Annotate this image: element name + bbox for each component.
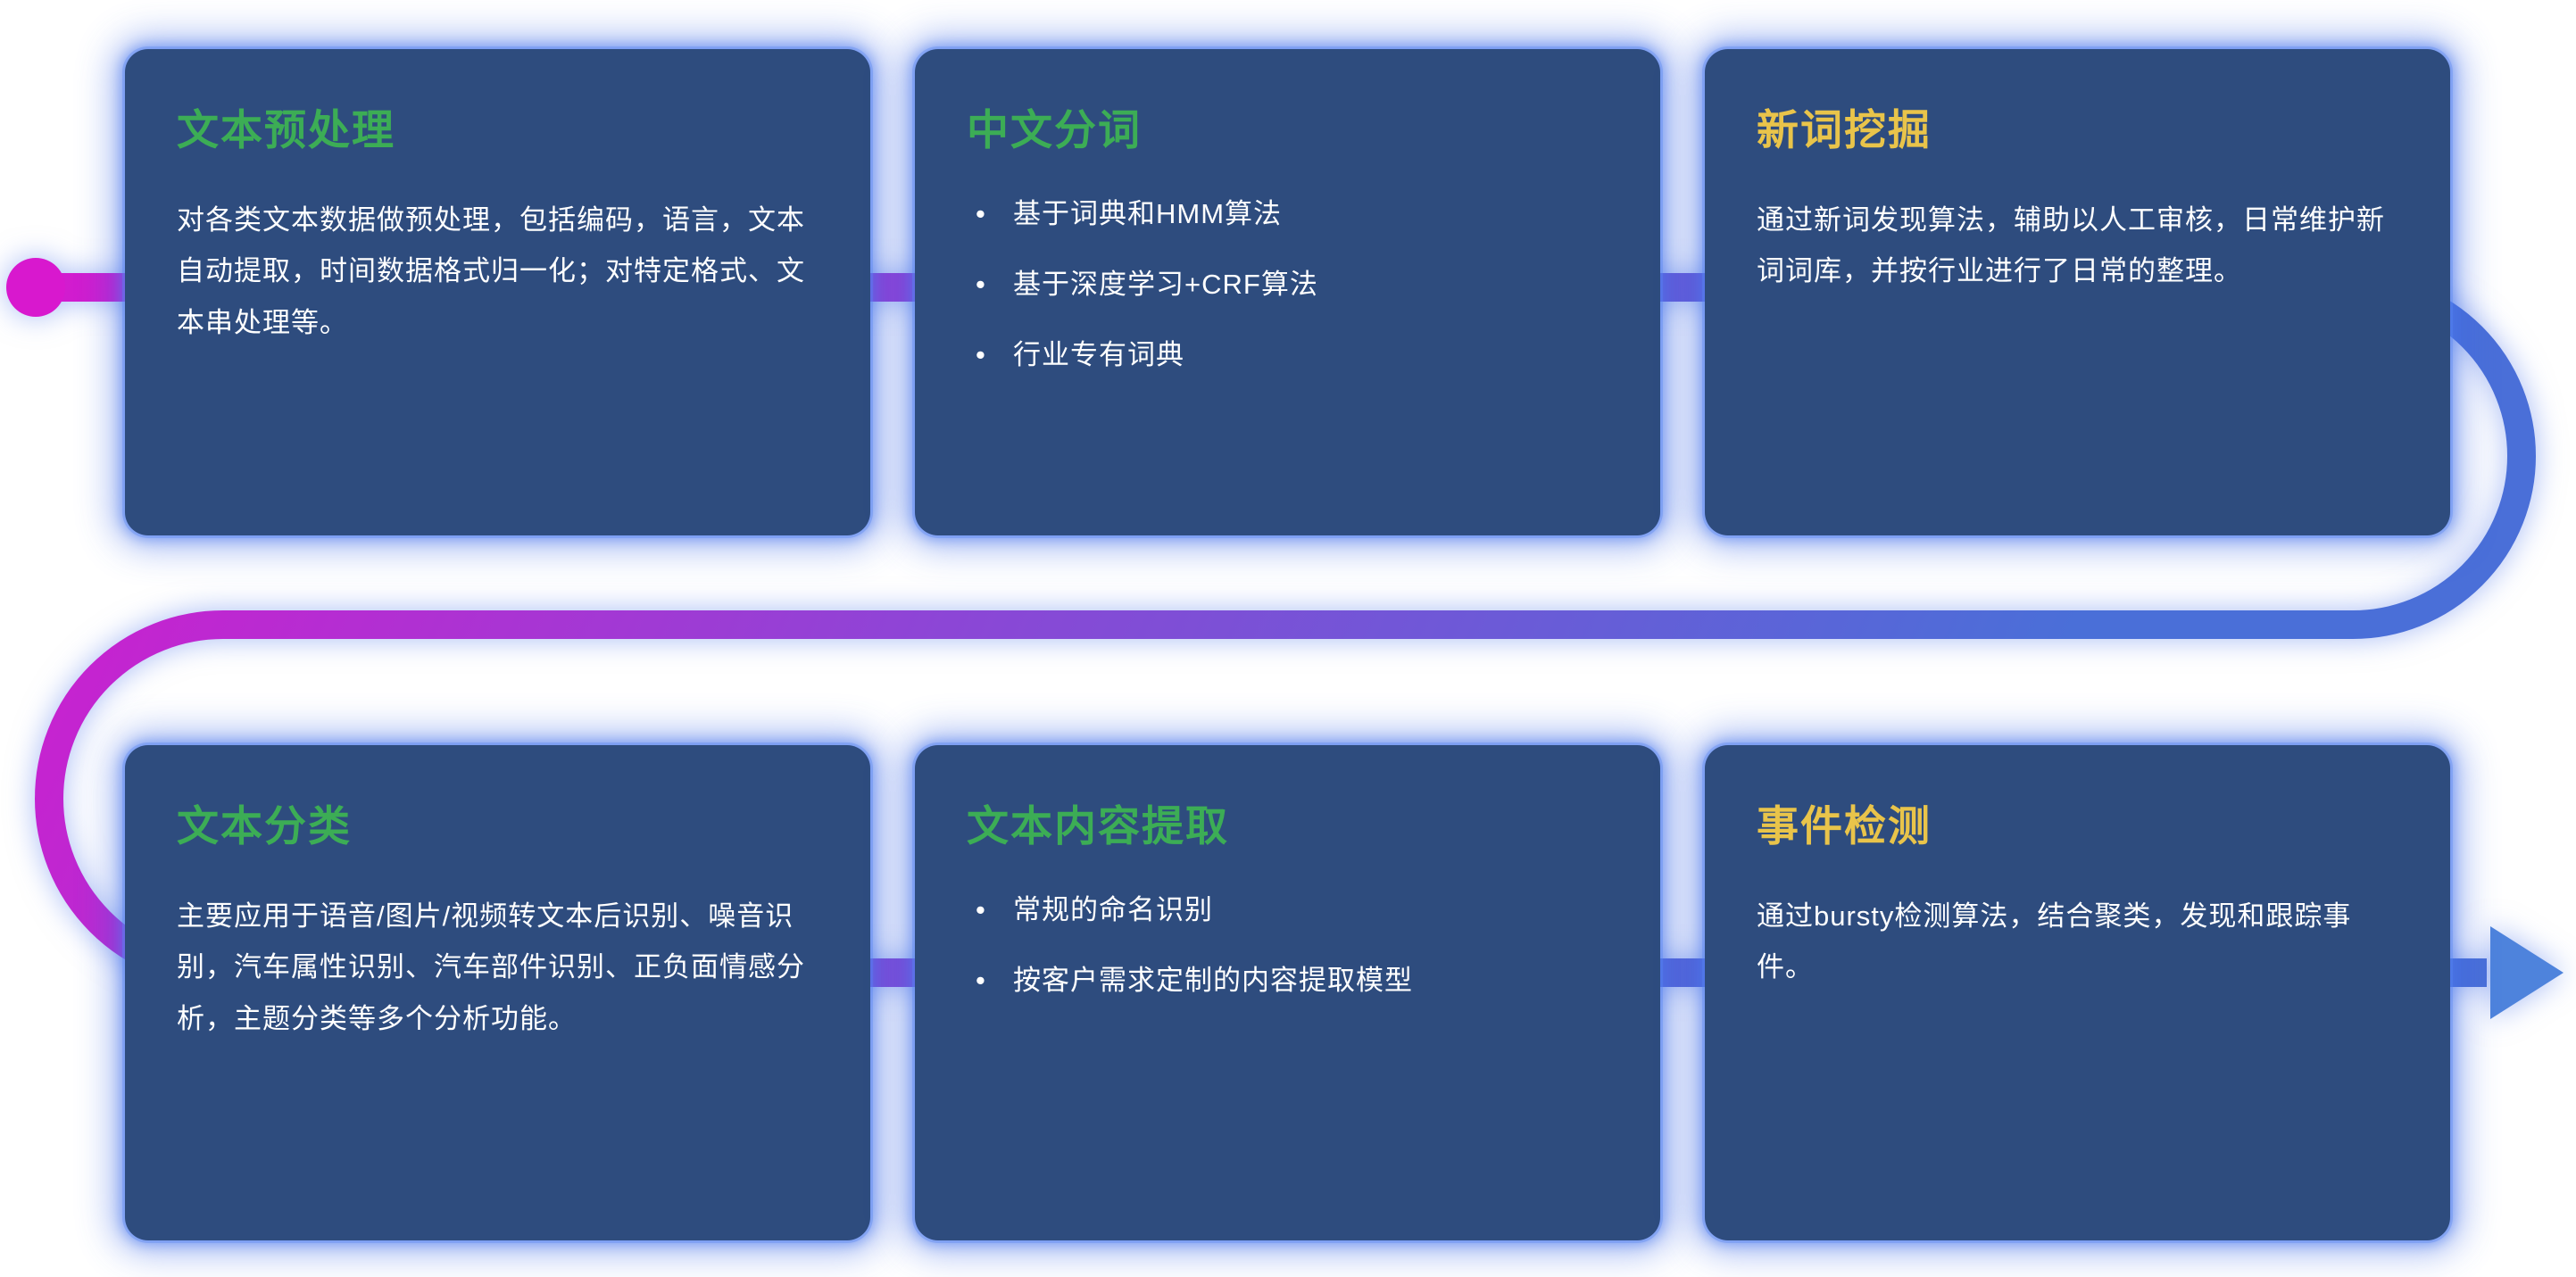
- card-body-new-word-mining: 通过新词发现算法，辅助以人工审核，日常维护新词词库，并按行业进行了日常的整理。: [1757, 204, 2385, 287]
- flow-start-dot: [6, 258, 65, 317]
- card-title-event-detection: 事件检测: [1757, 802, 1932, 850]
- card-content-extraction: 文本内容提取 常规的命名识别 按客户需求定制的内容提取模型: [915, 745, 1660, 1240]
- card-body-event-detection: 通过bursty检测算法，结合聚类，发现和跟踪事件。: [1757, 900, 2352, 983]
- card-title-text-preprocessing: 文本预处理: [177, 106, 395, 153]
- flow-path: [35, 273, 2536, 987]
- bullet-item: 行业专有词典: [967, 336, 1608, 376]
- card-row-bottom: 文本分类 主要应用于语音/图片/视频转文本后识别、噪音识别，汽车属性识别、汽车部…: [125, 745, 2450, 1240]
- card-row-top: 文本预处理 对各类文本数据做预处理，包括编码，语言，文本自动提取，时间数据格式归…: [125, 49, 2450, 535]
- card-event-detection: 事件检测 通过bursty检测算法，结合聚类，发现和跟踪事件。: [1705, 745, 2450, 1240]
- card-title-text-classification: 文本分类: [177, 802, 352, 850]
- card-title-word-segmentation: 中文分词: [967, 106, 1142, 153]
- card-text-classification: 文本分类 主要应用于语音/图片/视频转文本后识别、噪音识别，汽车属性识别、汽车部…: [125, 745, 870, 1240]
- card-title-new-word-mining: 新词挖掘: [1757, 106, 1932, 153]
- card-text-preprocessing: 文本预处理 对各类文本数据做预处理，包括编码，语言，文本自动提取，时间数据格式归…: [125, 49, 870, 535]
- card-body-text-classification: 主要应用于语音/图片/视频转文本后识别、噪音识别，汽车属性识别、汽车部件识别、正…: [177, 900, 805, 1034]
- card-body-text-preprocessing: 对各类文本数据做预处理，包括编码，语言，文本自动提取，时间数据格式归一化；对特定…: [177, 204, 805, 338]
- card-bullet-list-content-extraction: 常规的命名识别 按客户需求定制的内容提取模型: [967, 891, 1608, 1001]
- card-new-word-mining: 新词挖掘 通过新词发现算法，辅助以人工审核，日常维护新词词库，并按行业进行了日常…: [1705, 49, 2450, 535]
- flow-arrow-icon: [2490, 926, 2564, 1019]
- bullet-item: 常规的命名识别: [967, 891, 1608, 931]
- card-word-segmentation: 中文分词 基于词典和HMM算法 基于深度学习+CRF算法 行业专有词典: [915, 49, 1660, 535]
- bullet-item: 按客户需求定制的内容提取模型: [967, 961, 1608, 1001]
- bullet-item: 基于深度学习+CRF算法: [967, 265, 1608, 305]
- bullet-item: 基于词典和HMM算法: [967, 195, 1608, 235]
- card-bullet-list-word-segmentation: 基于词典和HMM算法 基于深度学习+CRF算法 行业专有词典: [967, 195, 1608, 376]
- card-title-content-extraction: 文本内容提取: [967, 802, 1229, 850]
